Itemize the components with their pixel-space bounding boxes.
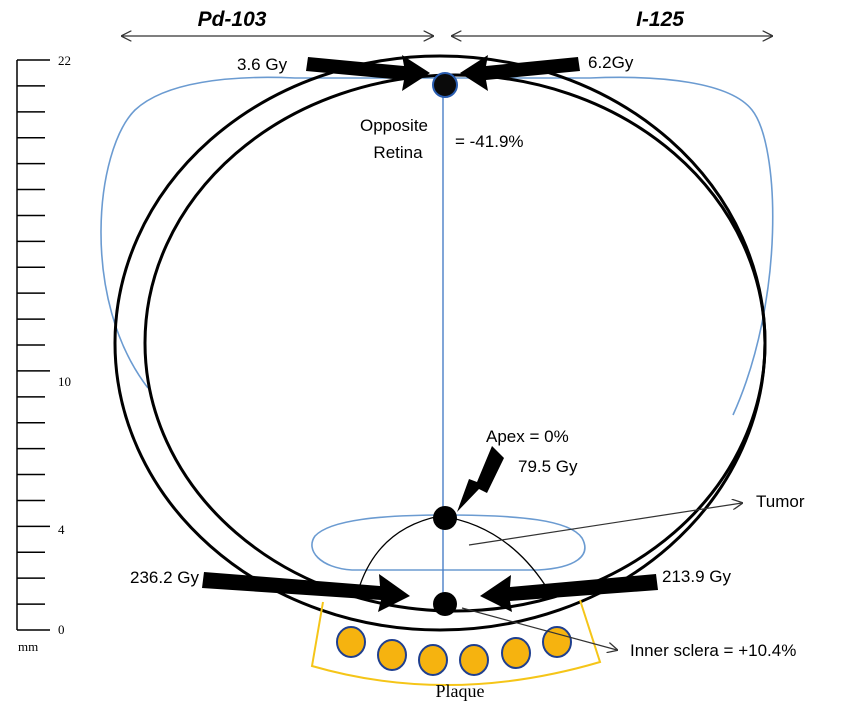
- opposite-retina-percent: = -41.9%: [455, 132, 524, 151]
- apex-label: Apex = 0%: [486, 427, 569, 446]
- apex-point: [433, 506, 457, 530]
- plaque-label: Plaque: [436, 681, 485, 701]
- apex-dose: 79.5 Gy: [518, 457, 578, 476]
- seed: [501, 637, 531, 669]
- seed: [459, 644, 489, 676]
- i125-label: I-125: [636, 8, 684, 31]
- outer-sclera-ellipse: [113, 54, 767, 632]
- seed: [542, 626, 572, 658]
- arrow-top-left: [306, 55, 430, 91]
- tumor-label: Tumor: [756, 492, 805, 511]
- arrow-top-right: [460, 55, 580, 91]
- bottom-left-dose: 236.2 Gy: [130, 568, 199, 587]
- pd103-label: Pd-103: [198, 8, 267, 31]
- arrow-bottom-right: [480, 574, 658, 612]
- scale-label-4: 4: [58, 522, 65, 537]
- top-left-dose: 3.6 Gy: [237, 55, 288, 74]
- top-right-dose: 6.2Gy: [588, 53, 634, 72]
- mm-scale: 22 10 4 0 mm: [16, 53, 71, 654]
- plaque-seeds: [336, 626, 572, 676]
- arrow-apex: [457, 446, 504, 512]
- inner-sclera-point: [433, 592, 457, 616]
- seed: [336, 626, 366, 658]
- scale-label-22: 22: [58, 53, 71, 68]
- scale-label-10: 10: [58, 374, 71, 389]
- tumor-leader: [468, 503, 742, 546]
- arrow-bottom-left: [202, 572, 410, 612]
- inner-sclera-ellipse: [143, 73, 767, 613]
- opposite-retina-point: [432, 72, 458, 98]
- plaque-outline: [310, 599, 602, 686]
- bottom-right-dose: 213.9 Gy: [662, 567, 731, 586]
- isodose-curve-upper: [100, 76, 774, 416]
- seed: [377, 639, 407, 671]
- seed: [418, 644, 448, 676]
- opposite-retina-label-2: Retina: [373, 143, 423, 162]
- inner-sclera-label: Inner sclera = +10.4%: [630, 641, 796, 660]
- scale-unit: mm: [18, 639, 38, 654]
- scale-label-0: 0: [58, 622, 65, 637]
- scale-ticks: [17, 59, 50, 631]
- inner-sclera-leader: [461, 607, 617, 650]
- opposite-retina-label-1: Opposite: [360, 116, 428, 135]
- isodose-curve-lower: [311, 514, 586, 571]
